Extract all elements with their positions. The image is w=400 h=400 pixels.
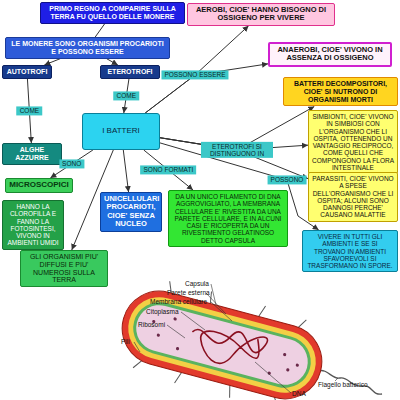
node-text: ANAEROBI, CIOE' VIVONO IN ASSENZA DI OSS… [273,46,387,63]
connector [123,150,128,192]
node-text: AUTOTROFI [6,68,48,76]
ribosomes [147,312,303,382]
leader-line [335,378,338,381]
concept-box: ALGHE AZZURRE [2,143,62,165]
node-text: BATTERI DECOMPOSITORI, CIOE' SI NUTRONO … [287,80,394,103]
part-label: Pili [121,338,130,345]
node-text: PRIMO REGNO A COMPARIRE SULLA TERRA FU Q… [44,5,181,21]
concept-box: UNICELLULARI PROCARIOTI, CIOE' SENZA NUC… [100,192,162,232]
node-text: GLI ORGANISMI PIU' DIFFUSI E PIU' NUMERO… [24,253,104,284]
concept-box: AUTOTROFI [2,65,52,79]
concept-box: PRIMO REGNO A COMPARIRE SULLA TERRA FU Q… [40,2,185,24]
leader-line [167,325,185,338]
leader-line [206,293,226,314]
node-text: AEROBI, CIOE' HANNO BISOGNO DI OSSIGENO … [191,6,331,23]
edge-label: ETEROTROFI SI DISTINGUONO IN [201,142,273,158]
node-text: DA UN UNICO FILAMENTO DI DNA AGGROVIGLIA… [172,193,284,244]
cell-membrane [127,296,316,393]
leader-line [255,362,291,393]
capsule [114,283,330,400]
concept-box: HANNO LA CLOROFILLA E FANNO LA FOTOSINTE… [2,200,64,250]
concept-box: BATTERI DECOMPOSITORI, CIOE' SI NUTRONO … [283,77,398,106]
edge-label: POSSONO [268,175,307,184]
leader-lines [134,284,338,393]
part-label: Ribosomi [138,321,165,328]
concept-box: AEROBI, CIOE' HANNO BISOGNO DI OSSIGENO … [187,3,335,26]
node-text: ALGHE AZZURRE [6,146,58,162]
edge-label: SONO [59,159,84,168]
cell-wall [121,290,323,400]
concept-box: MICROSCOPICI [5,178,73,193]
node-text: PARASSITI, CIOE' VIVONO A SPESE DELL'ORG… [312,175,394,219]
ribosome [156,333,160,337]
node-text: UNICELLULARI PROCARIOTI, CIOE' SENZA NUC… [104,195,158,229]
leader-line [211,284,216,305]
part-label: DNA [292,390,306,397]
bacterium-cell [111,271,333,400]
concept-box: VIVERE IN TUTTI GLI AMBIENTI E SE SI TRO… [302,230,398,272]
node-text: LE MONERE SONO ORGANISMI PROCARIOTI E PO… [9,40,166,56]
connector [145,64,268,113]
node-text: HANNO LA CLOROFILLA E FANNO LA FOTOSINTE… [6,203,60,247]
node-text: ETEROTROFI [104,68,156,76]
ribosome [176,347,180,351]
leader-line [181,312,205,330]
ribosome [283,353,287,357]
part-label: Membrana cellulare [150,298,207,305]
cytoplasm [131,300,313,390]
concept-box: LE MONERE SONO ORGANISMI PROCARIOTI E PO… [5,37,170,59]
node-text: I BATTERI [102,127,140,136]
concept-box: GLI ORGANISMI PIU' DIFFUSI E PIU' NUMERO… [20,250,108,287]
ribosome [295,363,299,367]
concept-box: DA UN UNICO FILAMENTO DI DNA AGGROVIGLIA… [168,190,288,247]
node-text: SIMBIONTI, CIOE' VIVONO IN SIMBIOSI CON … [312,113,394,171]
node-text: VIVERE IN TUTTI GLI AMBIENTI E SE SI TRO… [306,233,394,269]
edge-label: POSSONO ESSERE [161,70,228,79]
edge-label: COME [114,91,140,100]
concept-box: SIMBIONTI, CIOE' VIVONO IN SIMBIOSI CON … [308,110,398,174]
connector [95,24,105,37]
concept-box: ETEROTROFI [100,65,160,79]
concept-box: PARASSITI, CIOE' VIVONO A SPESE DELL'ORG… [308,172,398,222]
flagellum [318,371,382,395]
pilus [259,305,266,318]
ribosome [286,368,290,372]
concept-box: I BATTERI [82,113,160,150]
leader-line [211,302,232,321]
edge-label: COME [17,106,43,115]
edge-label: SONO FORMATI [141,165,197,174]
leader-line [134,342,140,352]
pilus [227,385,233,397]
pilus [175,371,182,384]
part-label: Citoplasma [146,308,179,315]
ribosome [173,317,177,321]
concept-box: ANAEROBI, CIOE' VIVONO IN ASSENZA DI OSS… [268,42,392,67]
node-text: MICROSCOPICI [9,181,69,190]
part-label: Capsula [185,280,209,287]
part-label: Flagello batterico [318,381,368,388]
dna-strand [186,319,268,374]
part-label: Parete esterna [167,289,210,296]
